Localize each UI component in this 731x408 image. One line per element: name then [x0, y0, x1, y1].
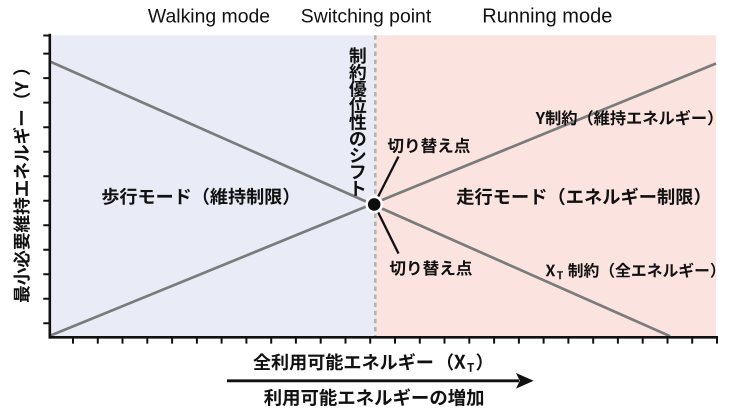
svg-text:Walking mode: Walking mode — [148, 5, 270, 27]
svg-text:Running mode: Running mode — [482, 5, 612, 27]
svg-text:Switching point: Switching point — [301, 5, 432, 27]
